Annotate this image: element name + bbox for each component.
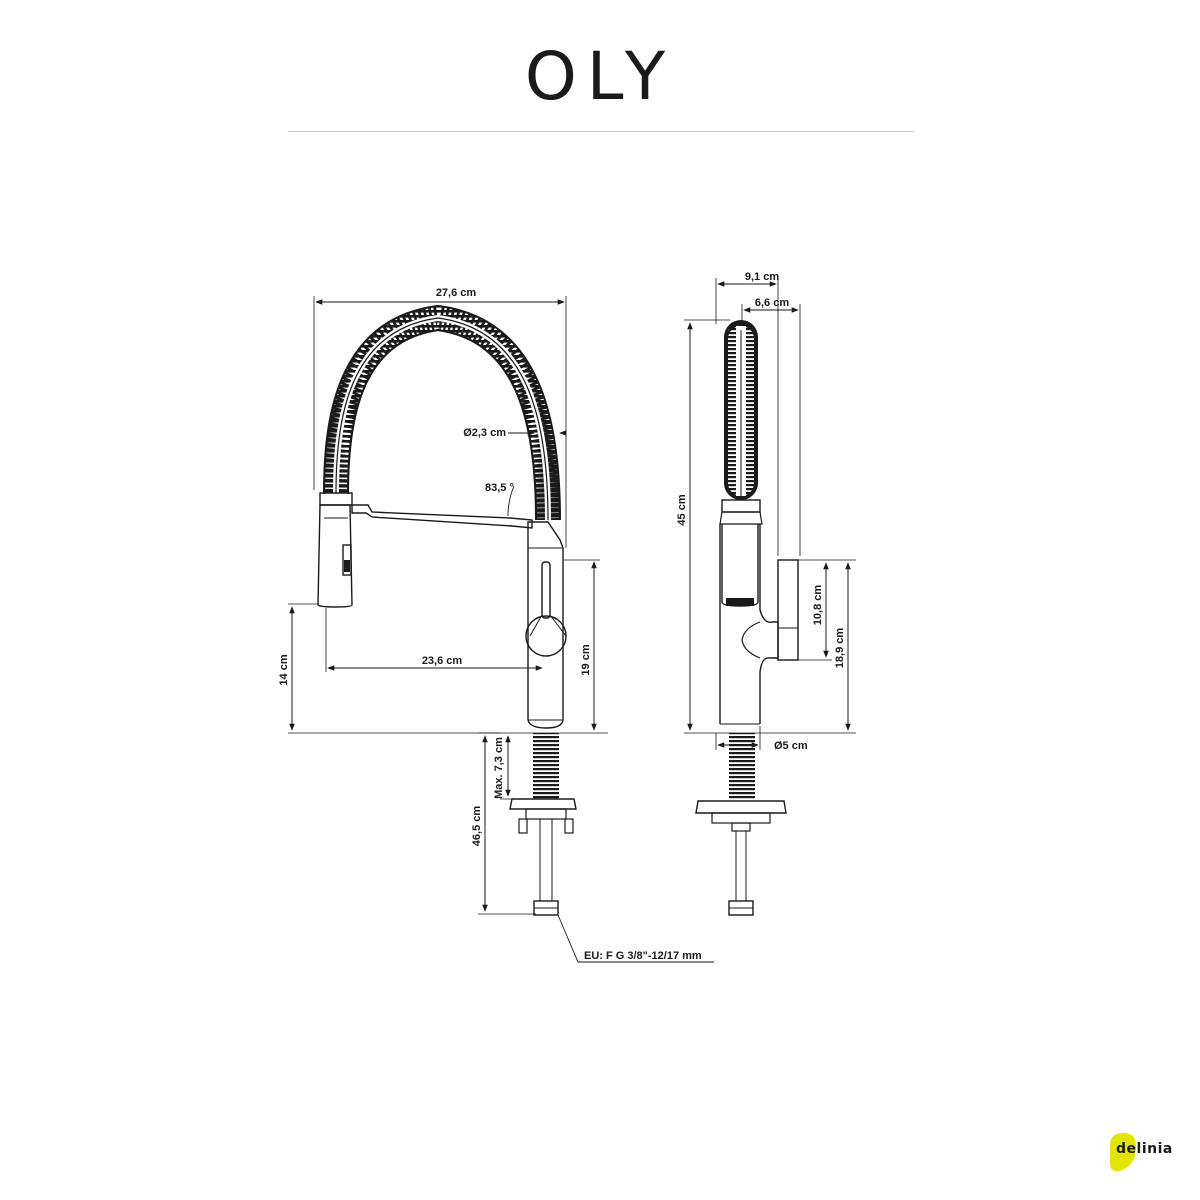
dim-total-height: 45 cm [676, 494, 688, 525]
side-view: 9,1 cm 6,6 cm 45 cm 10,8 cm 18,9 cm Ø5 c… [676, 271, 856, 916]
side-spray-head [721, 524, 759, 607]
lever [541, 561, 551, 619]
side-lever [777, 559, 799, 661]
dim-base-diameter: Ø5 cm [774, 740, 808, 752]
spray-button [342, 544, 352, 576]
dim-angle: 83,5 ° [485, 482, 514, 494]
dim-total-width: 27,6 cm [436, 287, 477, 299]
dim-head-width: 9,1 cm [745, 271, 779, 283]
title-divider [288, 131, 914, 132]
dim-max-deck-thickness: Max. 7,3 cm [493, 737, 505, 799]
spray-head [317, 504, 353, 608]
side-supply-hose [735, 830, 747, 902]
logo-shape [1110, 1133, 1136, 1172]
dim-hose-diameter: Ø2,3 cm [463, 427, 506, 439]
brand-logo [1110, 1133, 1136, 1172]
dim-lever-base-height: 18,9 cm [834, 628, 846, 669]
mounting-plate [509, 798, 577, 810]
dim-connection: EU: F G 3/8"-12/17 mm [584, 950, 702, 962]
product-title: OLY [524, 38, 676, 115]
dim-hose-length: 46,5 cm [471, 806, 483, 847]
supply-hose [539, 818, 553, 902]
dim-body-height: 19 cm [580, 644, 592, 675]
spray-head-collar [319, 492, 353, 506]
lever-knob [525, 615, 567, 657]
brand-logo-text: delinia [1116, 1141, 1173, 1157]
dim-head-depth: 6,6 cm [755, 297, 789, 309]
dim-spout-height: 14 cm [278, 654, 290, 685]
dim-spout-reach: 23,6 cm [422, 655, 463, 667]
front-view: 27,6 cm Ø2,3 cm 83,5 ° 23,6 cm 14 cm 19 … [278, 287, 714, 963]
lock-nut [525, 808, 567, 820]
side-body [759, 609, 779, 724]
spout-arm [351, 504, 533, 529]
side-mounting-plate [695, 800, 787, 814]
dim-lever-height: 10,8 cm [812, 585, 824, 626]
